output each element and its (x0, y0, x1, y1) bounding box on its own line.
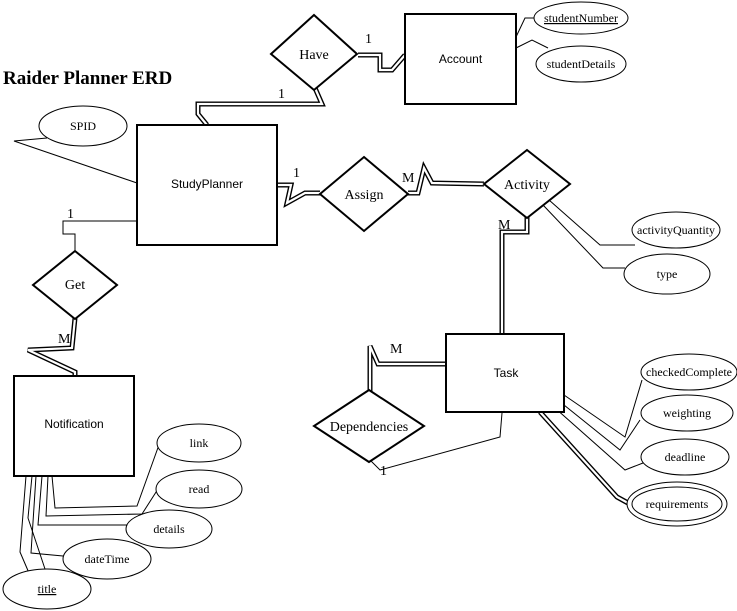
relationship-dependencies-label: Dependencies (330, 420, 409, 435)
connector-notification-datetime (30, 475, 64, 557)
relationship-get-label: Get (65, 278, 85, 293)
attribute-link: link (156, 423, 242, 463)
card-assign-planner: 1 (293, 166, 300, 181)
connector-get-notification (26, 317, 78, 376)
entity-notification-label: Notification (44, 417, 103, 431)
entity-task: Task (445, 333, 565, 413)
attribute-checked-complete-label: checkedComplete (646, 365, 732, 379)
connector-planner-get (62, 220, 137, 251)
connector-activity-quantity (548, 199, 635, 246)
diagram-title: Raider Planner ERD (3, 68, 172, 89)
attribute-type-label: type (657, 267, 678, 281)
attribute-details-label: details (153, 522, 185, 536)
attribute-student-number-label: studentNumber (544, 11, 618, 25)
relationship-activity: Activity (482, 148, 572, 220)
attribute-read-label: read (189, 482, 210, 496)
attribute-title-label: title (38, 582, 57, 596)
entity-account: Account (404, 13, 517, 105)
attribute-date-time: dateTime (62, 538, 152, 580)
entity-study-planner-label: StudyPlanner (171, 177, 243, 191)
card-have-account: 1 (365, 32, 372, 47)
attribute-date-time-label: dateTime (85, 552, 130, 566)
connector-account-studentdetails (515, 39, 549, 49)
connector-planner-spid (13, 137, 138, 184)
connector-task-deadline (554, 407, 644, 471)
relationship-get: Get (31, 249, 119, 321)
entity-task-label: Task (494, 366, 520, 380)
entity-study-planner: StudyPlanner (136, 124, 278, 246)
card-have-planner: 1 (278, 87, 285, 102)
relationship-assign: Assign (318, 155, 410, 233)
attribute-requirements-label: requirements (646, 497, 709, 511)
attribute-type: type (623, 253, 711, 295)
attribute-activity-quantity: activityQuantity (631, 211, 721, 249)
connector-task-weighting (563, 404, 641, 451)
connector-have-planner (195, 86, 326, 127)
attribute-requirements: requirements (626, 481, 728, 527)
card-assign-activity: M (402, 171, 415, 186)
relationship-activity-label: Activity (504, 178, 550, 193)
attribute-link-label: link (190, 436, 209, 450)
card-activity-task: M (498, 218, 511, 233)
attribute-deadline: deadline (640, 438, 730, 476)
card-get-planner: 1 (67, 207, 74, 222)
attribute-checked-complete: checkedComplete (640, 353, 737, 391)
card-dep-task-top: M (390, 342, 403, 357)
relationship-have-label: Have (299, 48, 329, 63)
attribute-title: title (2, 568, 92, 610)
attribute-student-details: studentDetails (535, 45, 627, 83)
relationship-dependencies: Dependencies (312, 388, 426, 464)
card-dep-task-bottom: 1 (380, 464, 387, 479)
connector-notification-read (45, 475, 159, 517)
connector-task-dependencies (367, 344, 446, 392)
attribute-deadline-label: deadline (665, 450, 706, 464)
attribute-weighting: weighting (640, 394, 734, 432)
connector-task-checked (563, 379, 643, 438)
attribute-student-details-label: studentDetails (547, 57, 616, 71)
connector-notification-link (51, 441, 161, 509)
connector-activity-type (542, 204, 625, 269)
connector-dependencies-task (369, 412, 503, 471)
attribute-weighting-label: weighting (663, 406, 711, 420)
entity-notification: Notification (13, 375, 135, 477)
attribute-spid: SPID (38, 105, 128, 147)
attribute-student-number: studentNumber (533, 1, 629, 35)
relationship-assign-label: Assign (345, 188, 384, 203)
connector-notification-title (27, 475, 48, 576)
card-get-notification: M (58, 332, 71, 347)
attribute-activity-quantity-label: activityQuantity (637, 223, 715, 237)
connector-notification-details (37, 475, 127, 526)
attribute-details: details (125, 509, 213, 549)
connectors (13, 17, 644, 581)
entity-account-label: Account (439, 52, 483, 66)
relationship-have: Have (269, 13, 359, 92)
attribute-spid-label: SPID (70, 119, 96, 133)
attribute-read: read (155, 469, 243, 509)
